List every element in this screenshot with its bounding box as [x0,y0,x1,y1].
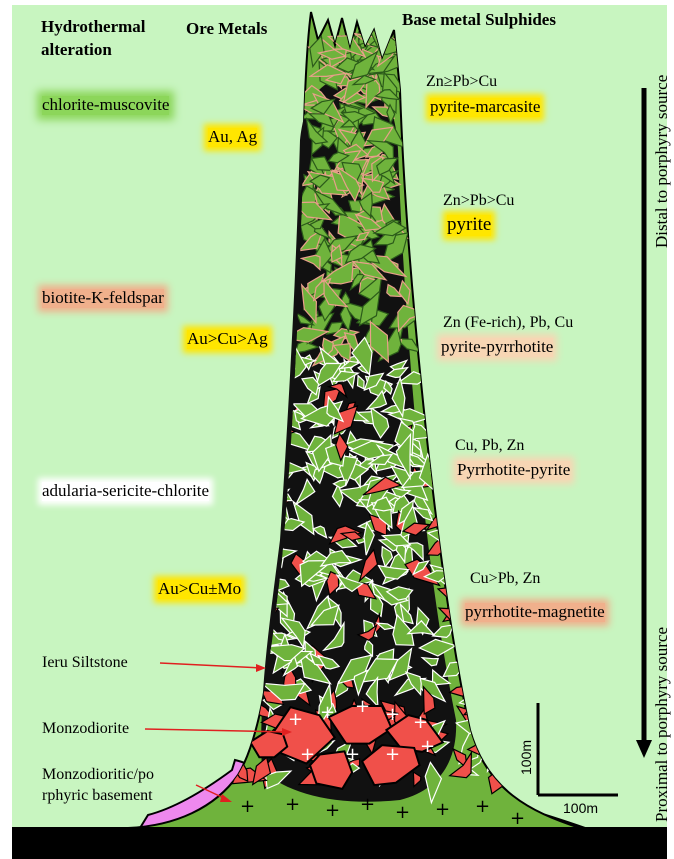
breccia-fragment [228,668,239,678]
alteration-chlorite-muscovite: chlorite-muscovite [42,96,169,115]
plus-mark: + [240,796,255,817]
breccia-fragment [475,706,487,734]
label-basement-line1: Monzodioritic/po [42,766,154,784]
breccia-fragment [232,647,249,661]
sulphide-mineral-1: pyrite-marcasite [430,98,540,117]
plus-mark: + [360,794,375,815]
breccia-fragment [466,659,482,666]
ore-metal-au-cu-ag: Au>Cu>Ag [187,330,268,349]
breccia-fragment [273,426,288,452]
breccia-fragment [227,740,236,754]
label-ieru-siltstone: Ieru Siltstone [42,654,128,672]
header-hydrothermal: Hydrothermal [41,18,146,37]
plus-mark: + [475,796,490,817]
alteration-adularia-sericite-chlorite: adularia-sericite-chlorite [42,482,209,501]
arrow-siltstone [160,663,262,668]
breccia-fragment [219,733,240,747]
breccia-fragment [483,747,504,759]
scale-bar-horizontal-label: 100m [563,800,598,816]
ore-metal-au-cu-mo: Au>Cu±Mo [158,580,241,599]
axis-distal-label: Distal to porphyry source [652,75,672,248]
sulphide-ratio-4: Cu, Pb, Zn [455,437,524,455]
breccia-fragment [276,462,285,487]
breccia-fragment [211,760,232,770]
label-basement-line2: rphyric basement [42,787,153,805]
breccia-fragment [212,730,229,761]
breccia-fragment [488,736,508,771]
sulphide-ratio-2: Zn>Pb>Cu [443,192,514,210]
breccia-fragment [256,590,270,628]
sulphide-mineral-2: pyrite [447,215,491,236]
sulphide-ratio-1: Zn≥Pb>Cu [426,73,497,91]
ore-metal-au-ag: Au, Ag [208,128,257,147]
plus-mark: + [300,744,315,765]
scale-bar-vertical-label: 100m [518,740,534,775]
alteration-biotite-k-feldspar: biotite-K-feldspar [42,289,164,308]
plus-mark: + [325,800,340,821]
plus-mark: + [320,702,335,723]
plus-mark: + [510,808,525,829]
breccia-fragment [239,621,255,637]
sulphide-mineral-4: Pyrrhotite-pyrite [457,461,570,480]
sulphide-mineral-3: pyrite-pyrrhotite [441,338,553,357]
plus-mark: + [288,709,303,730]
breccia-fragment [480,686,495,715]
plus-mark: + [385,744,400,765]
plus-mark: + [345,744,360,765]
plus-mark: + [385,704,400,725]
plus-mark: + [395,802,410,823]
plus-mark: + [420,736,435,757]
breccia-fragment [248,659,258,683]
plus-mark: + [285,794,300,815]
breccia-fragment [225,644,253,655]
header-alteration: alteration [41,41,112,60]
axis-proximal-label: Proximal to porphyry source [652,627,672,822]
header-base-metal-sulphides: Base metal Sulphides [402,11,556,30]
label-monzodiorite: Monzodiorite [42,720,129,738]
plus-mark: + [435,799,450,820]
sulphide-mineral-5: pyrrhotite-magnetite [465,603,605,622]
breccia-fragment [222,667,249,692]
sulphide-ratio-5: Cu>Pb, Zn [470,570,540,588]
breccia-fragment [247,575,275,592]
breccia-fragment [464,693,486,715]
breccia-fragment [234,609,255,619]
sulphide-ratio-3: Zn (Fe-rich), Pb, Cu [443,314,573,332]
plus-mark: + [355,696,370,717]
plus-mark: + [413,712,428,733]
header-ore-metals: Ore Metals [186,20,267,39]
